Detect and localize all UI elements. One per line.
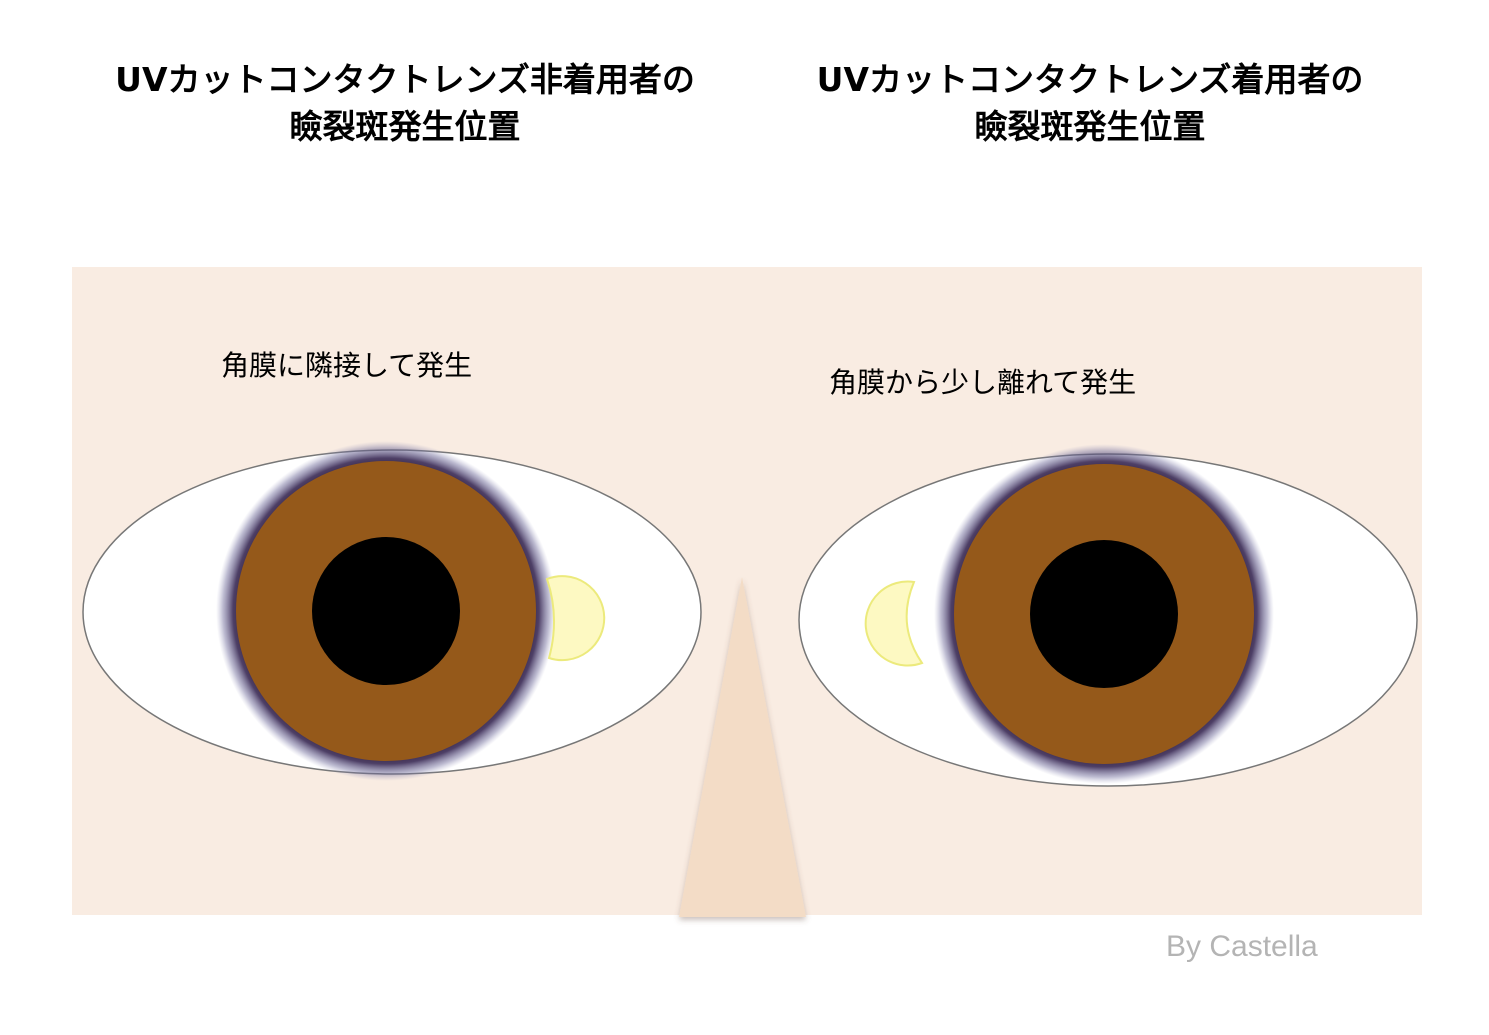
- right-pupil: [1030, 540, 1178, 688]
- left-pinguecula: [545, 575, 606, 662]
- left-title: UVカットコンタクトレンズ非着用者の 瞼裂斑発生位置: [100, 56, 710, 150]
- right-title-line1: UVカットコンタクトレンズ着用者の: [816, 60, 1364, 99]
- right-caption: 角膜から少し離れて発生: [829, 366, 1137, 399]
- right-pinguecula: [864, 580, 924, 667]
- left-title-line1: UVカットコンタクトレンズ非着用者の: [115, 60, 695, 99]
- left-title-line2: 瞼裂斑発生位置: [289, 107, 521, 146]
- credit-text: By Castella: [1166, 930, 1318, 963]
- nose-shape: [679, 577, 806, 917]
- left-pupil: [312, 537, 460, 685]
- left-eye: [82, 441, 702, 781]
- right-title: UVカットコンタクトレンズ着用者の 瞼裂斑発生位置: [785, 56, 1395, 150]
- right-eye: [798, 444, 1418, 787]
- right-title-line2: 瞼裂斑発生位置: [974, 107, 1206, 146]
- left-caption: 角膜に隣接して発生: [221, 349, 473, 382]
